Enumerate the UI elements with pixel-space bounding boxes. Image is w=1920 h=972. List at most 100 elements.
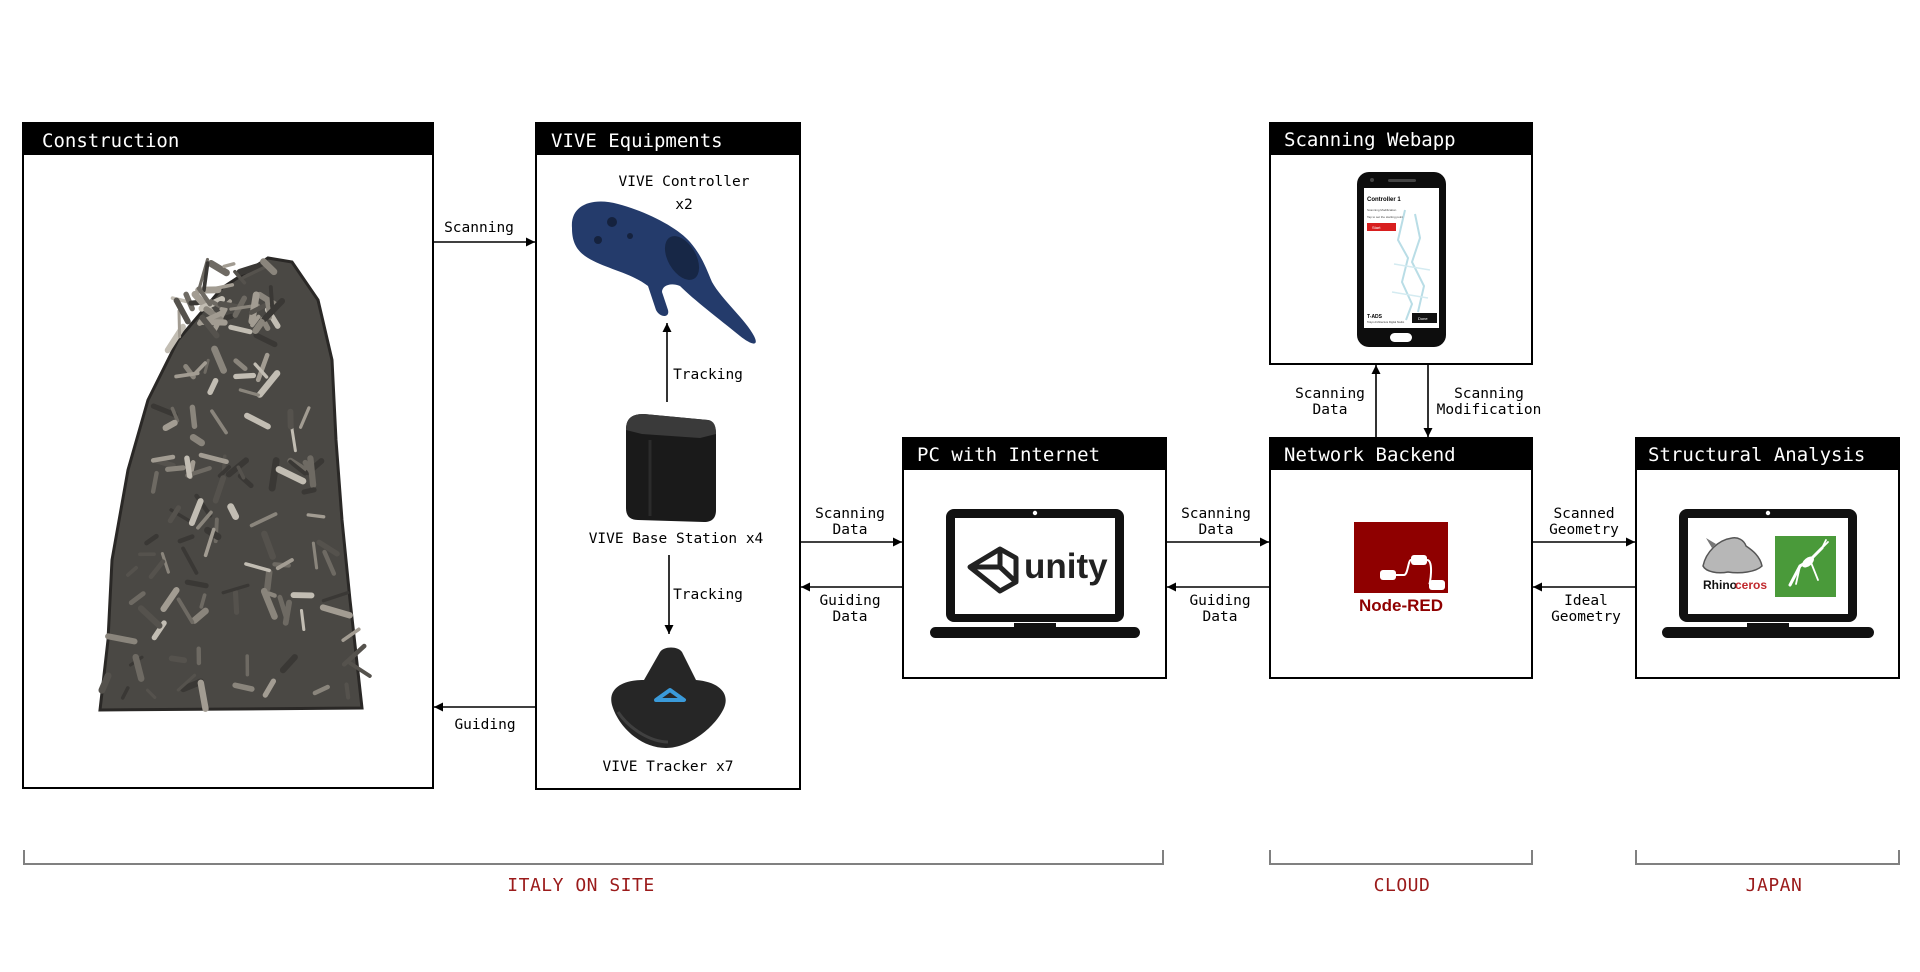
coral-texture-stick <box>232 589 240 615</box>
location-labels: ITALY ON SITE CLOUD JAPAN <box>507 875 1802 896</box>
coral-texture-stick <box>221 583 250 595</box>
coral-texture-stick <box>189 433 206 447</box>
coral-texture-stick <box>238 388 260 397</box>
coral-texture-stick <box>207 377 219 396</box>
label-pc-backend-guide-2: Data <box>1203 609 1238 625</box>
coral-texture-stick <box>341 643 367 667</box>
label-vive-pc-guide-2: Data <box>833 609 868 625</box>
coral-texture-stick <box>189 404 198 429</box>
vive-tracker-image <box>611 647 726 748</box>
bracket-italy <box>23 850 1164 865</box>
phone-heading: Controller 1 <box>1367 197 1401 203</box>
coral-texture-stick <box>275 558 294 571</box>
coral-texture-stick <box>344 682 351 700</box>
label-tracker: VIVE Tracker x7 <box>603 759 734 775</box>
vive-controller-image <box>571 201 756 344</box>
label-webapp-down-2: Modification <box>1437 402 1542 418</box>
coral-texture-stick <box>288 459 307 476</box>
coral-texture-stick <box>98 672 112 694</box>
labels: Scanning Guiding VIVE Controller x2 Trac… <box>444 174 1621 775</box>
coral-texture-stick <box>348 661 372 678</box>
coral-texture-stick <box>170 406 180 423</box>
coral-texture-stick <box>232 682 255 692</box>
coral-texture-stick <box>268 457 280 492</box>
coral-texture-stick <box>256 370 281 398</box>
coral-texture-stick <box>233 358 248 372</box>
coral-texture-stick <box>199 314 220 339</box>
label-vive-pc-guide-1: Guiding <box>819 593 880 609</box>
rhino-text-a: Rhino <box>1703 578 1737 592</box>
coral-texture-stick <box>260 258 278 276</box>
coral-texture-stick <box>202 261 210 293</box>
coral-texture-stick <box>236 261 266 276</box>
label-scanning: Scanning <box>444 220 514 236</box>
coral-texture-stick <box>177 534 195 544</box>
location-cloud: CLOUD <box>1374 875 1431 896</box>
coral-texture-stick <box>299 406 311 429</box>
coral-texture-stick <box>207 260 230 277</box>
coral-texture-stick <box>120 686 130 700</box>
label-vive-pc-scan-1: Scanning <box>815 506 885 522</box>
coral-texture-stick <box>144 533 159 546</box>
laptop-analysis: Rhino ceros <box>1662 509 1874 638</box>
coral-texture-stick <box>306 513 326 519</box>
coral-texture-stick <box>312 684 330 696</box>
label-webapp-down-1: Scanning <box>1454 386 1524 402</box>
coral-texture-stick <box>137 605 163 629</box>
phone-footer: T-ADS <box>1367 314 1383 320</box>
coral-texture-stick <box>150 403 178 418</box>
coral-texture-stick <box>176 597 195 624</box>
coral-texture-stick <box>321 591 350 603</box>
label-pc-backend-scan-2: Data <box>1199 522 1234 538</box>
coral-texture-stick <box>236 465 246 480</box>
backend-title: Network Backend <box>1284 444 1456 466</box>
coral-texture-stick <box>249 512 278 528</box>
webapp-title: Scanning Webapp <box>1284 129 1456 151</box>
coral-texture-stick <box>150 454 176 463</box>
coral-texture-stick <box>277 594 290 622</box>
coral-texture-stick <box>301 487 317 495</box>
coral-structure-image <box>98 256 372 712</box>
coral-texture-stick <box>148 559 166 580</box>
coral-texture-stick <box>275 466 307 485</box>
construction-title: Construction <box>42 130 179 152</box>
coral-texture-stick <box>228 324 253 335</box>
coral-texture-stick <box>196 510 213 530</box>
coral-texture-stick <box>233 372 257 380</box>
coral-texture-stick <box>184 579 209 589</box>
coral-texture-stick <box>167 505 182 524</box>
coral-texture-stick <box>181 546 199 575</box>
coral-texture-stick <box>173 297 191 325</box>
phone-start-label: Start <box>1372 225 1381 230</box>
coral-texture-stick <box>264 569 273 592</box>
node-red-logo: Node-RED <box>1354 522 1448 615</box>
phone-line1: Scanning Modification <box>1367 208 1397 212</box>
pc-title: PC with Internet <box>917 444 1100 466</box>
coral-texture-stick <box>253 362 269 379</box>
coral-texture-stick <box>188 498 204 526</box>
label-webapp-up-1: Scanning <box>1295 386 1365 402</box>
label-pc-backend-guide-1: Guiding <box>1189 593 1250 609</box>
phone-line2: Tap to set the starting point <box>1367 215 1403 219</box>
coral-texture-stick <box>184 455 193 479</box>
coral-texture-stick <box>244 412 271 430</box>
coral-texture-stick <box>311 541 319 570</box>
label-pc-backend-scan-1: Scanning <box>1181 506 1251 522</box>
label-analysis-scan-2: Geometry <box>1549 522 1619 538</box>
phone-mockup: Controller 1 Scanning Modification Tap t… <box>1357 172 1446 347</box>
label-analysis-scan-1: Scanned <box>1553 506 1614 522</box>
coral-texture-stick <box>341 627 361 643</box>
grasshopper-logo-icon <box>1775 536 1836 597</box>
coral-texture-stick <box>242 265 266 279</box>
coral-texture-stick <box>302 459 314 475</box>
coral-texture-stick <box>252 319 265 334</box>
coral-texture-stick <box>299 608 306 632</box>
coral-texture-stick <box>316 539 340 557</box>
coral-texture-stick <box>168 655 188 664</box>
coral-texture-stick <box>210 409 228 435</box>
coral-texture-stick <box>233 269 247 285</box>
coral-texture-stick <box>145 688 157 700</box>
coral-texture-stick <box>217 465 231 478</box>
